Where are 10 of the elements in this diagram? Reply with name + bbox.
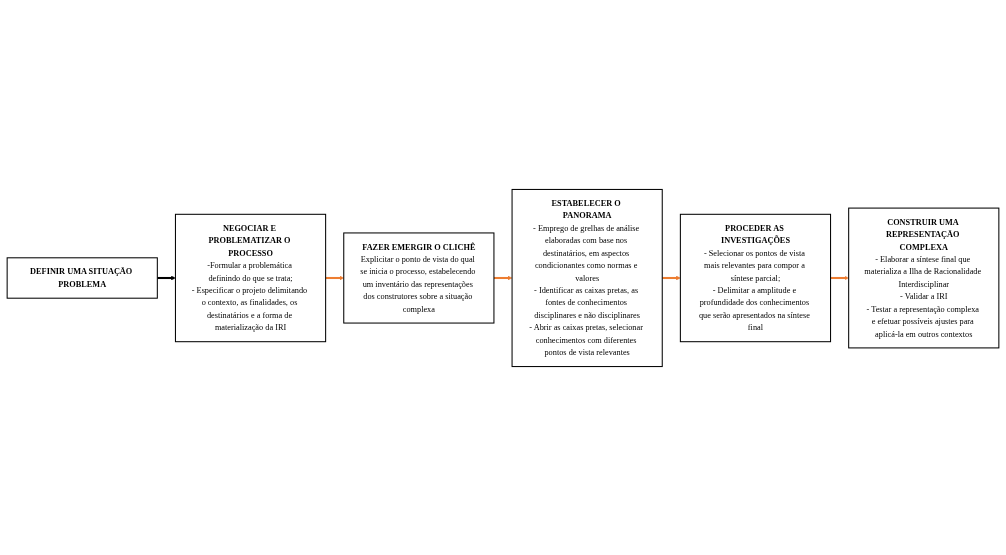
arrow — [325, 275, 344, 280]
node-box: NEGOCIAR E PROBLEMATIZAR O PROCESSO -Formular a problemática definindo do que se trata; - Especificar o projeto delimitando o contexto, as finalidades, os destinatários e a forma de materialização da IRI — [174, 213, 327, 342]
node-box: CONSTRUIR UMA REPRESENTAÇÃO COMPLEXA - Elaborar a síntese final que materializa a Ilha de Racionalidade Interdisciplinar - Validar a IRI - Testar a representação complexa e efetuar possíveis ajustes para aplicá-la em outros contextos — [848, 207, 1000, 348]
arrow — [662, 275, 681, 280]
arrow — [493, 275, 513, 280]
node-box: PROCEDER AS INVESTIGAÇÕES - Selecionar os pontos de vista mais relevantes para compor a síntese parcial; - Delimitar a amplitude e profundidade dos conhecimentos que serão apresentados na síntese final — [679, 213, 832, 342]
node-box: FAZER EMERGIR O CLICHÊ Explicitar o ponto de vista do qual se inicia o processo, estabelecendo um inventário das representações dos construtores sobre a situação complexa — [343, 231, 495, 324]
node-box: DEFINIR UMA SITUAÇÃO PROBLEMA — [6, 256, 158, 299]
arrow — [830, 275, 849, 280]
node-box: ESTABELECER O PANORAMA - Emprego de grelhas de análise elaboradas com base nos destinatários, em aspectos condicionantes como normas e valores - Identificar as caixas pretas, as fontes de conhecimentos disciplinares e não disciplinares - Abrir as caixas pretas, selecionar conhecimentos com diferentes pontos de vista relevantes — [511, 188, 663, 367]
